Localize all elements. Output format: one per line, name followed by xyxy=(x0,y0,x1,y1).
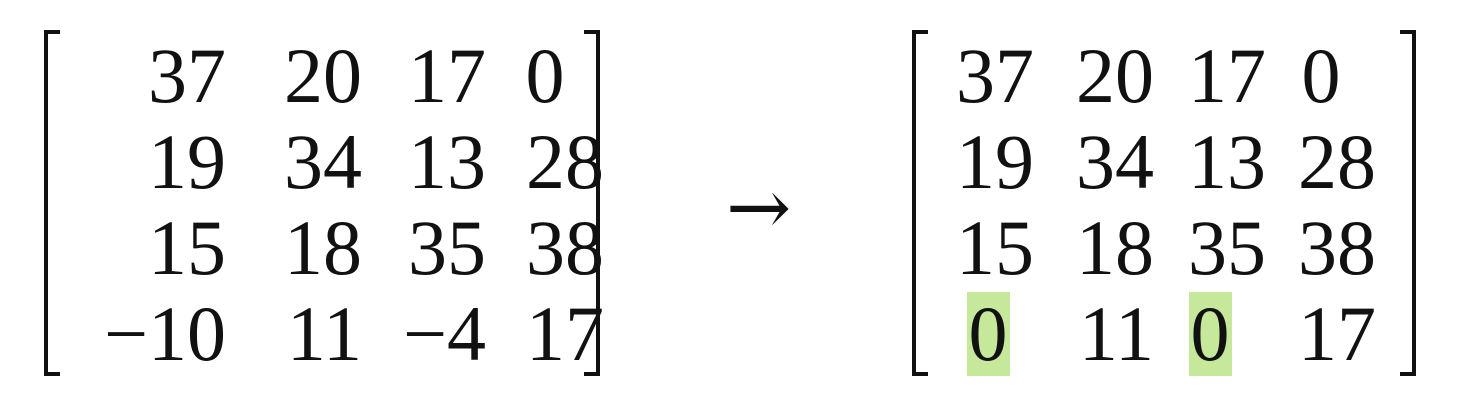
input-matrix: 37 20 17 0 19 34 13 28 15 18 35 38 −10 1… xyxy=(44,30,604,378)
matrix-cell: 35 xyxy=(1188,204,1266,291)
matrix-cell: 17 xyxy=(1188,32,1266,119)
matrix-cell: 11 xyxy=(286,290,362,377)
matrix-cell: −10 xyxy=(104,290,226,377)
matrix-cell: 20 xyxy=(284,32,362,119)
matrix-cell: 19 xyxy=(148,118,226,205)
matrix-cell: 15 xyxy=(956,204,1034,291)
matrix-cell: 19 xyxy=(956,118,1034,205)
left-bracket xyxy=(44,30,60,376)
matrix-cell-highlighted: 0 xyxy=(942,292,1034,376)
matrix-cell: 0 xyxy=(525,32,565,119)
matrix-cell: 17 xyxy=(1298,290,1376,377)
matrix-cell-highlighted: 0 xyxy=(1154,292,1266,376)
matrix-cell: −4 xyxy=(403,290,486,377)
matrix-cell: 13 xyxy=(1188,118,1266,205)
right-bracket xyxy=(584,30,600,376)
matrix-cell: 28 xyxy=(526,118,604,205)
matrix-cell: 18 xyxy=(1076,204,1154,291)
matrix-cell: 18 xyxy=(284,204,362,291)
right-bracket xyxy=(1400,30,1416,376)
matrix-cell: 35 xyxy=(408,204,486,291)
matrix-cell: 38 xyxy=(526,204,604,291)
matrix-cell: 20 xyxy=(1076,32,1154,119)
matrix-cell: 34 xyxy=(1076,118,1154,205)
matrix-cell: 37 xyxy=(956,32,1034,119)
highlighted-zero: 0 xyxy=(966,290,1010,377)
highlighted-zero: 0 xyxy=(1188,290,1232,377)
matrix-cell: 15 xyxy=(148,204,226,291)
matrix-cell: 17 xyxy=(526,290,604,377)
matrix-cell: 34 xyxy=(284,118,362,205)
matrix-cell: 17 xyxy=(408,32,486,119)
matrix-cell: 38 xyxy=(1298,204,1376,291)
matrix-cell: 0 xyxy=(1301,32,1341,119)
matrix-cell: 11 xyxy=(1078,290,1154,377)
matrix-cell: 13 xyxy=(408,118,486,205)
left-bracket xyxy=(912,30,928,376)
transform-arrow: → xyxy=(726,163,792,253)
matrix-cell: 28 xyxy=(1298,118,1376,205)
output-matrix: 37 20 17 0 19 34 13 28 15 18 35 38 0 11 … xyxy=(912,30,1416,378)
matrix-cell: 37 xyxy=(148,32,226,119)
